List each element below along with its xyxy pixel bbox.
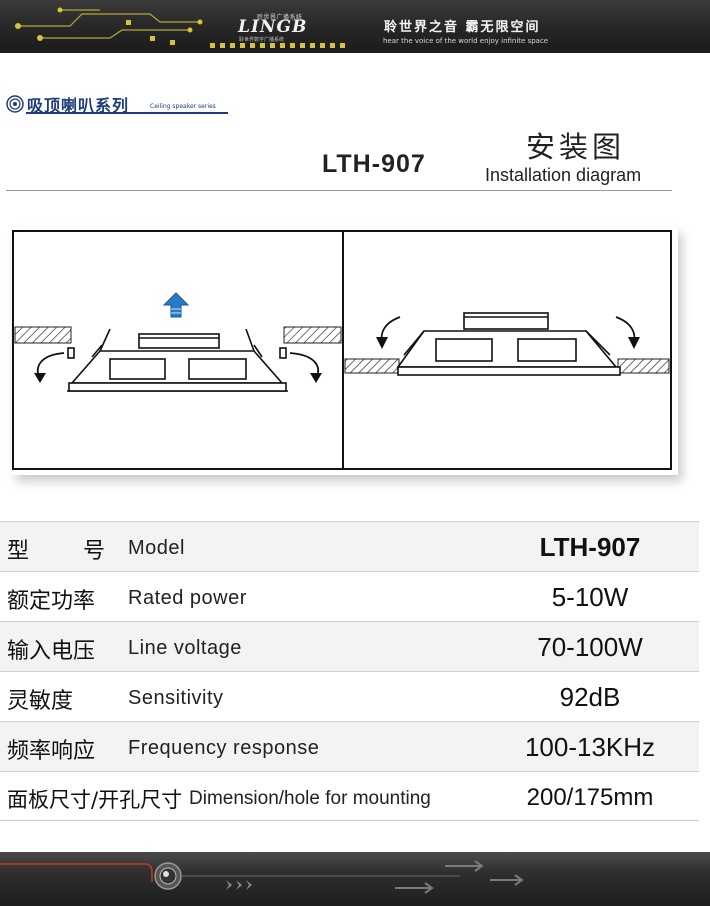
ceiling-right-segment — [344, 358, 670, 374]
spec-value: 5-10W — [551, 582, 629, 612]
diagram-panel-left — [12, 230, 344, 470]
circuit-decoration — [15, 7, 203, 45]
installation-title-en: Installation diagram — [485, 165, 642, 185]
spec-label-en: Line voltage — [128, 637, 242, 659]
spec-label-cn-part: 型 — [7, 539, 30, 564]
spec-row-model: 型号 Model LTH-907 — [0, 521, 699, 571]
speaker-left — [67, 328, 288, 392]
spec-value: 92dB — [559, 682, 621, 712]
chevron-arrows-icon — [226, 880, 252, 890]
spec-label-en: Dimension/hole for mounting — [189, 788, 431, 809]
spec-table: 型号 Model LTH-907 额定功率 Rated power 5-10W … — [0, 521, 699, 821]
spec-row-sensitivity: 灵敏度 Sensitivity 92dB — [0, 671, 699, 721]
slogan-english: hear the voice of the world enjoy infini… — [383, 37, 549, 45]
spec-value: 200/175mm — [526, 784, 654, 811]
logo-tagline-top: 聆世界广播系统 — [257, 14, 303, 21]
curved-arrow-icon — [376, 316, 640, 349]
spec-label-cn: 额定功率 — [7, 589, 96, 614]
spec-label-cn: 输入电压 — [7, 639, 96, 664]
up-arrow-icon — [162, 292, 190, 318]
spec-label-en: Model — [128, 537, 185, 559]
spec-label-en: Sensitivity — [128, 687, 224, 709]
spec-row-frequency-response: 频率响应 Frequency response 100-13KHz — [0, 721, 699, 771]
spec-row-dimension: 面板尺寸/开孔尺寸 Dimension/hole for mounting 20… — [0, 771, 699, 821]
logo-tagline-bottom: 聆世界数字广播系统 — [239, 37, 285, 43]
brand-logo: LINGB — [238, 17, 308, 37]
spec-label-cn: 灵敏度 — [7, 689, 74, 714]
heading-divider — [6, 190, 672, 191]
slogan-chinese: 聆世界之音 霸无限空间 — [384, 20, 541, 35]
speaker-right — [396, 312, 621, 376]
bottom-banner — [0, 852, 710, 906]
concentric-circle-icon — [6, 95, 24, 113]
spec-label-en: Rated power — [128, 587, 247, 609]
spec-label-en: Frequency response — [128, 737, 320, 759]
ceiling-left-segment — [14, 326, 342, 344]
spec-value: 70-100W — [537, 632, 643, 662]
spec-label-cn-part: 号 — [83, 539, 106, 564]
series-underline — [26, 112, 228, 114]
bottom-banner-decoration — [0, 860, 524, 894]
curved-arrow-icon — [34, 352, 322, 383]
spec-label-cn: 型号 — [7, 533, 105, 565]
spec-value: LTH-907 — [539, 532, 641, 562]
installation-title-cn: 安装图 — [526, 130, 626, 164]
series-subtitle: Ceiling speaker series — [150, 103, 216, 110]
speaker-knob-icon — [154, 862, 182, 890]
spec-row-rated-power: 额定功率 Rated power 5-10W — [0, 571, 699, 621]
series-title: 吸顶喇叭系列 — [27, 96, 130, 115]
installation-diagram — [12, 227, 678, 475]
spec-row-line-voltage: 输入电压 Line voltage 70-100W — [0, 621, 699, 671]
arrow-decoration — [395, 860, 524, 894]
model-heading: LTH-907 — [322, 150, 426, 178]
spec-label-cn: 面板尺寸/开孔尺寸 — [7, 788, 183, 812]
spec-value: 100-13KHz — [524, 732, 656, 762]
spec-label-cn: 频率响应 — [7, 739, 96, 764]
installation-diagram-svg — [12, 230, 672, 470]
dot-decoration — [210, 43, 345, 48]
top-banner: 聆世界广播系统 LINGB 聆世界数字广播系统 聆世界之音 霸无限空间 hear… — [0, 0, 710, 53]
